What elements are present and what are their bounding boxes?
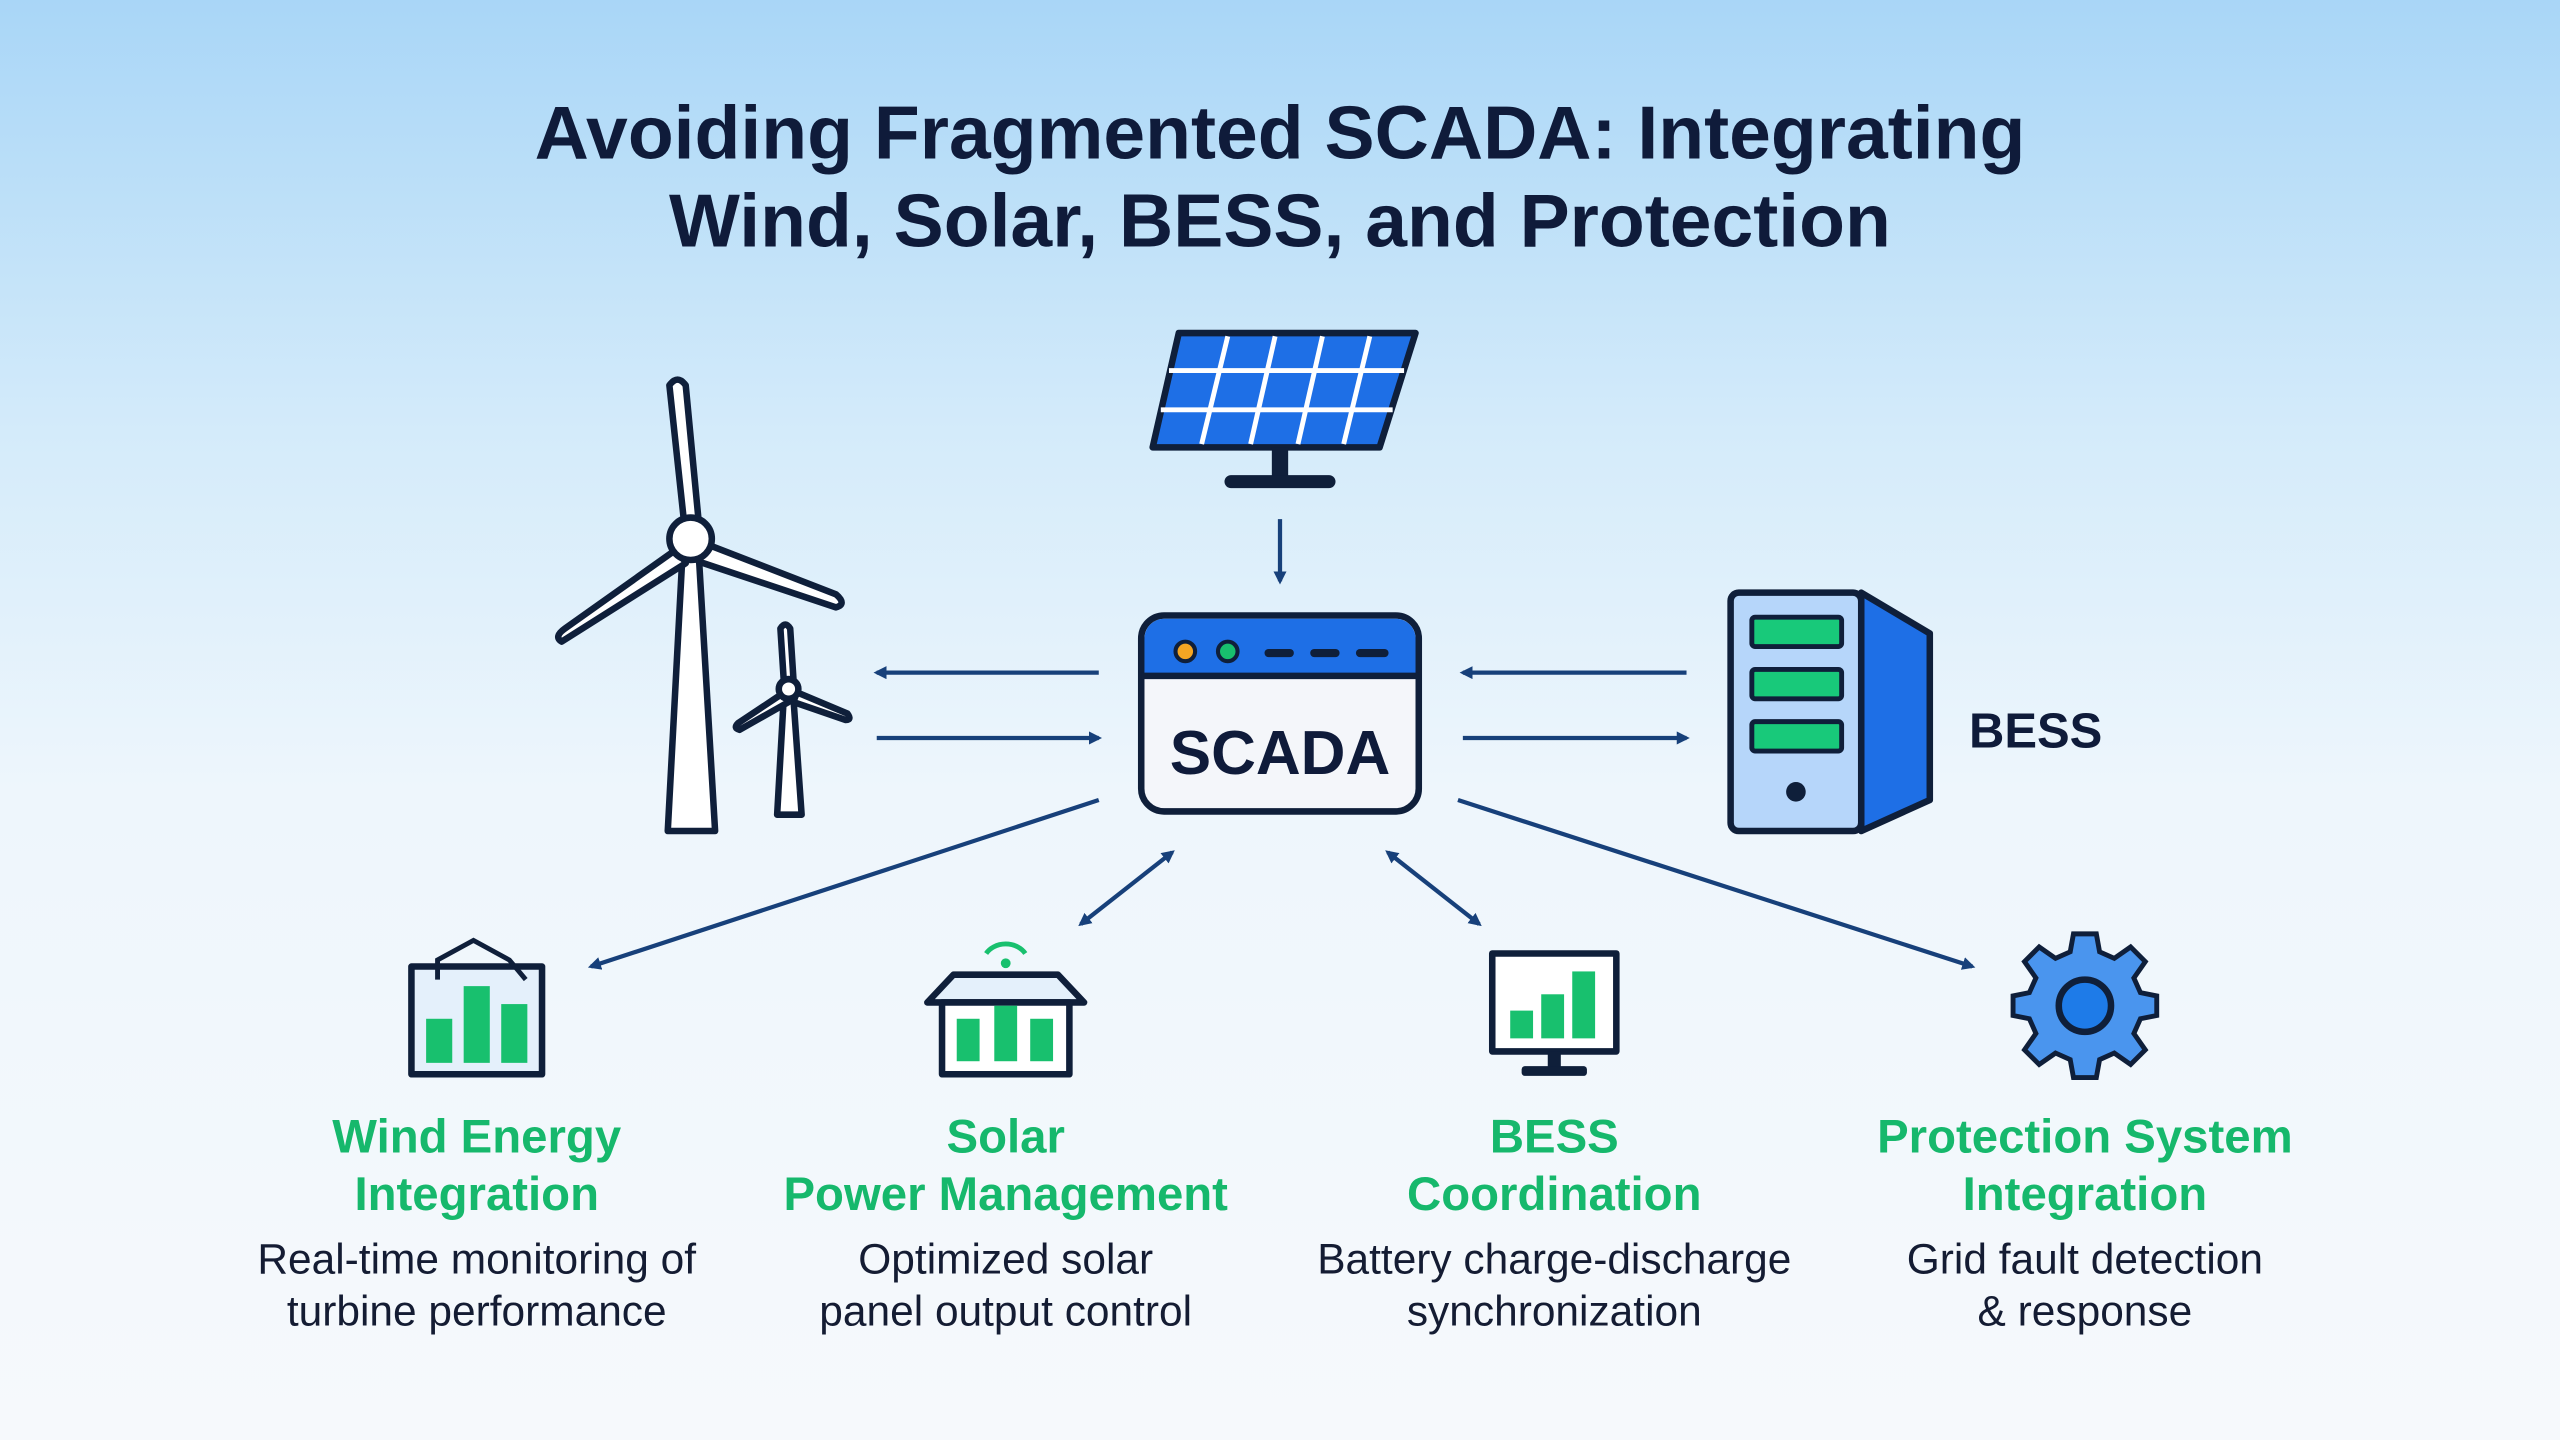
card-heading: Integration: [354, 1168, 599, 1221]
solar-house-icon: [924, 941, 1088, 1078]
solar-panel-icon: [1149, 329, 1419, 489]
card-heading: BESS: [1490, 1111, 1619, 1164]
scada-label: SCADA: [1170, 719, 1391, 788]
monitor-chart-icon: [1488, 950, 1620, 1076]
card-wind: Wind Energy Integration Real-time monito…: [257, 1111, 696, 1335]
card-desc: turbine performance: [287, 1288, 667, 1335]
title: Avoiding Fragmented SCADA: Integrating W…: [535, 90, 2026, 262]
card-solar: Solar Power Management Optimized solar p…: [783, 1111, 1228, 1335]
card-desc: Real-time monitoring of: [257, 1235, 696, 1282]
card-desc: synchronization: [1407, 1288, 1702, 1335]
card-heading: Coordination: [1407, 1168, 1701, 1221]
card-desc: Grid fault detection: [1907, 1235, 2263, 1282]
scada-hub[interactable]: SCADA: [1137, 612, 1423, 815]
card-heading: Protection System: [1877, 1111, 2293, 1164]
wind-turbine-icon: [555, 376, 853, 835]
card-heading: Wind Energy: [332, 1111, 622, 1164]
title-line-1: Avoiding Fragmented SCADA: Integrating: [535, 90, 2026, 174]
card-heading: Solar: [947, 1111, 1065, 1164]
card-protection: Protection System Integration Grid fault…: [1877, 1111, 2293, 1335]
card-desc: Battery charge-discharge: [1317, 1235, 1791, 1282]
card-bess: BESS Coordination Battery charge-dischar…: [1317, 1111, 1791, 1335]
card-desc: & response: [1978, 1288, 2193, 1335]
card-heading: Integration: [1963, 1168, 2208, 1221]
gear-icon: [2010, 931, 2160, 1080]
card-desc: panel output control: [819, 1288, 1192, 1335]
wind-chart-icon: [408, 937, 546, 1078]
title-line-2: Wind, Solar, BESS, and Protection: [669, 179, 1891, 263]
bess-server-icon: [1727, 589, 1934, 835]
status-dot-orange: [1173, 639, 1198, 664]
status-dot-green: [1215, 639, 1240, 664]
card-desc: Optimized solar: [858, 1235, 1153, 1282]
bess-label: BESS: [1969, 705, 2102, 759]
connector-arrows: [587, 666, 1976, 970]
card-heading: Power Management: [783, 1168, 1228, 1221]
